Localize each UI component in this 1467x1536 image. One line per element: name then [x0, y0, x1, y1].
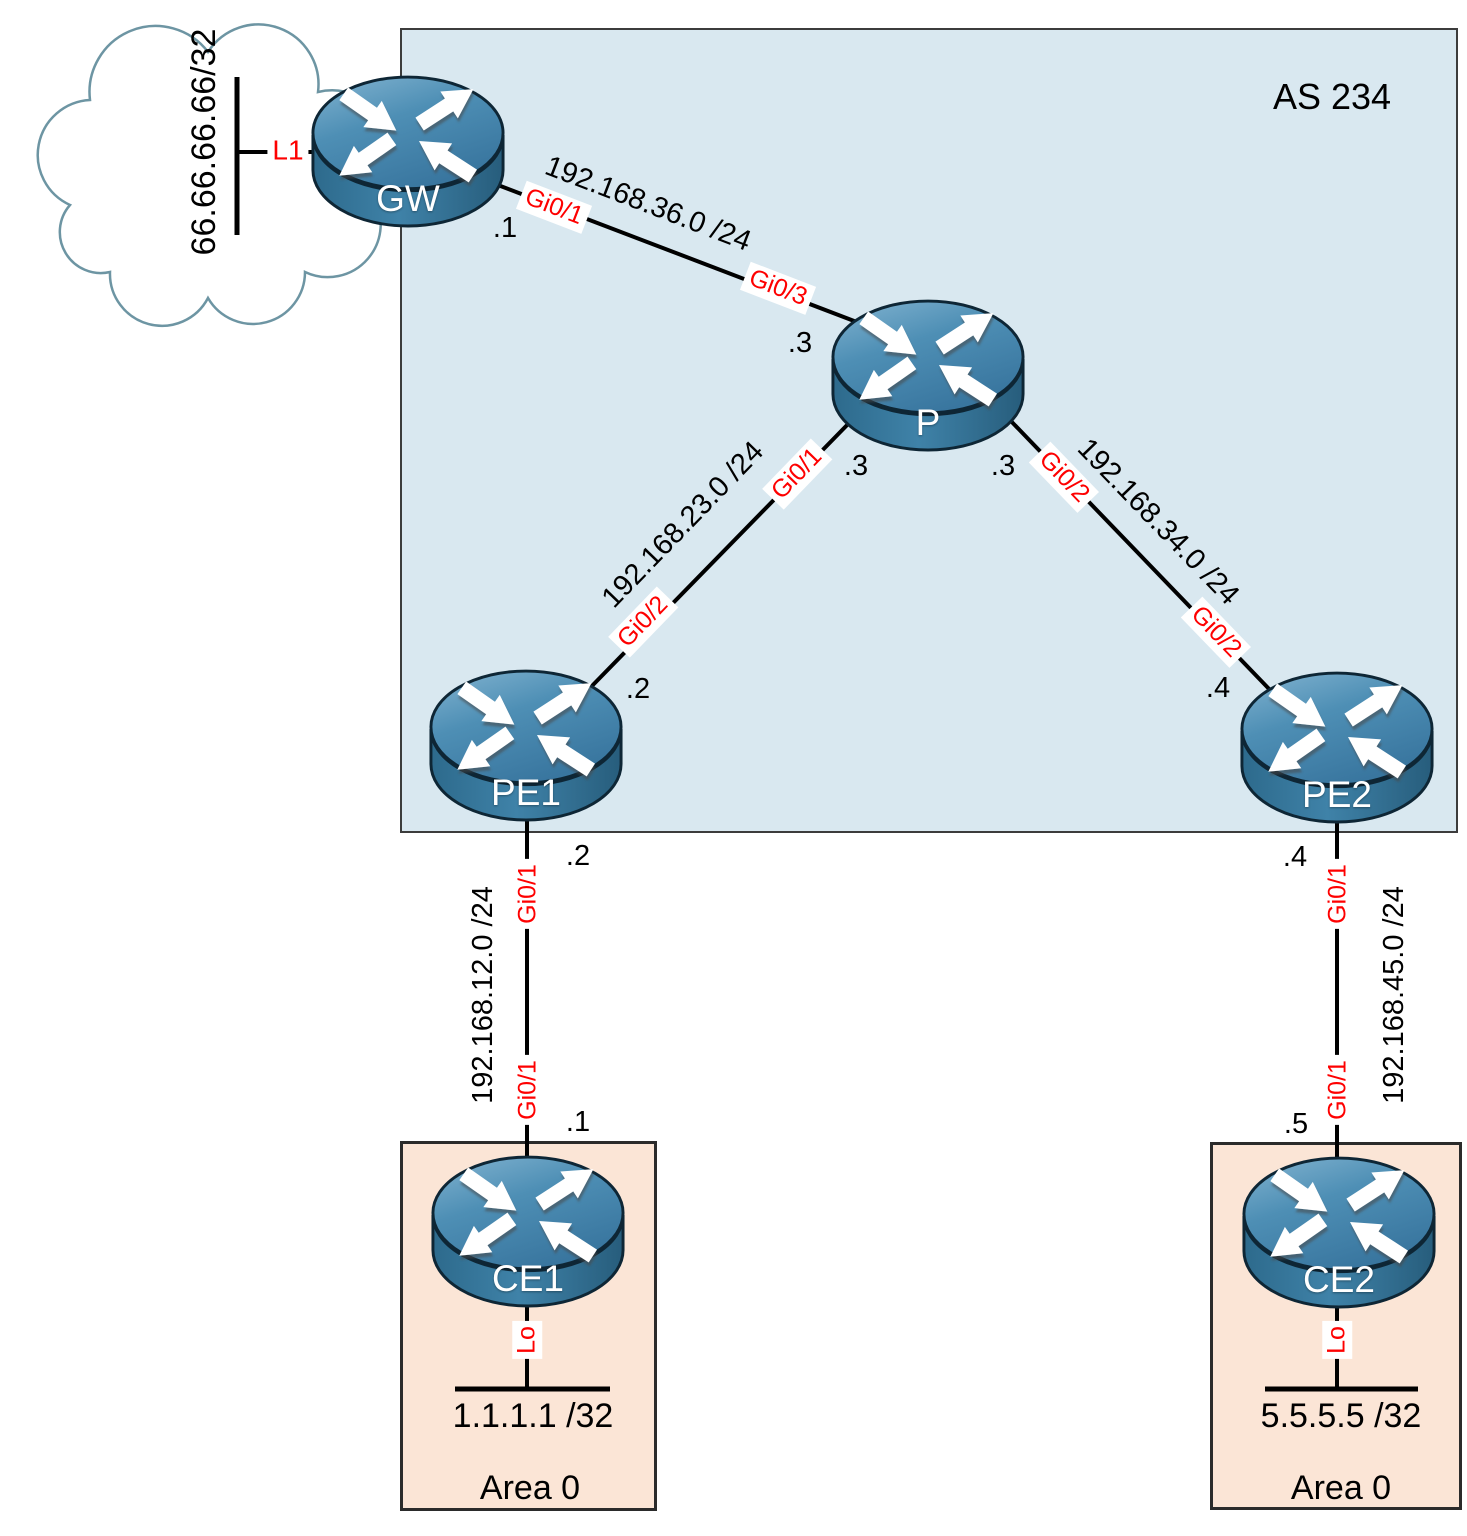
- router-ce1-label: CE1: [492, 1258, 564, 1299]
- router-gw: GW: [310, 74, 506, 231]
- pe1-ip-ce1-link-label: .2: [565, 839, 591, 872]
- router-pe2-label: PE2: [1302, 774, 1372, 815]
- p-ip-pe2-link-label: .3: [990, 449, 1016, 482]
- p-ip-gw-link-label: .3: [787, 326, 813, 359]
- ce1-lo-interface-label: Lo: [512, 1321, 542, 1359]
- router-pe2: PE2: [1239, 670, 1435, 827]
- ce2-area-label: Area 0: [1290, 1469, 1392, 1508]
- ce2-loopback-prefix-label: 5.5.5.5 /32: [1260, 1397, 1422, 1436]
- ce2-ip-pe2-link-label: .5: [1283, 1107, 1309, 1140]
- router-p: P: [830, 298, 1026, 455]
- pe2-ip-p-link-label: .4: [1205, 671, 1231, 704]
- cloud-prefix-label: 66.66.66.66/32: [185, 28, 224, 256]
- router-pe1-label: PE1: [491, 772, 561, 813]
- p-ip-pe1-link-label: .3: [843, 449, 869, 482]
- pe2-ce2-subnet-label: 192.168.45.0 /24: [1377, 886, 1410, 1104]
- as-number-label: AS 234: [1272, 76, 1392, 118]
- pe2-gi0-1-interface-label: Gi0/1: [1323, 859, 1353, 929]
- pe2-ip-ce2-link-label: .4: [1282, 840, 1308, 873]
- gw-ip-label: .1: [492, 211, 518, 244]
- pe1-ce1-subnet-label: 192.168.12.0 /24: [466, 886, 499, 1104]
- ce1-loopback-prefix-label: 1.1.1.1 /32: [452, 1397, 614, 1436]
- router-pe1: PE1: [428, 668, 624, 825]
- router-ce2-label: CE2: [1303, 1259, 1375, 1300]
- gw-l1-interface-label: L1: [267, 134, 309, 168]
- router-p-label: P: [915, 402, 941, 443]
- pe1-gi0-1-interface-label: Gi0/1: [513, 859, 543, 929]
- router-ce2: CE2: [1241, 1155, 1437, 1312]
- ce2-lo-interface-label: Lo: [1322, 1321, 1352, 1359]
- router-ce1: CE1: [430, 1154, 626, 1311]
- ce1-ip-pe1-link-label: .1: [565, 1105, 591, 1138]
- router-gw-label: GW: [376, 178, 440, 219]
- ce1-gi0-1-interface-label: Gi0/1: [513, 1055, 543, 1125]
- ce2-gi0-1-interface-label: Gi0/1: [1323, 1055, 1353, 1125]
- pe1-ip-p-link-label: .2: [625, 672, 651, 705]
- ce1-area-label: Area 0: [479, 1469, 581, 1508]
